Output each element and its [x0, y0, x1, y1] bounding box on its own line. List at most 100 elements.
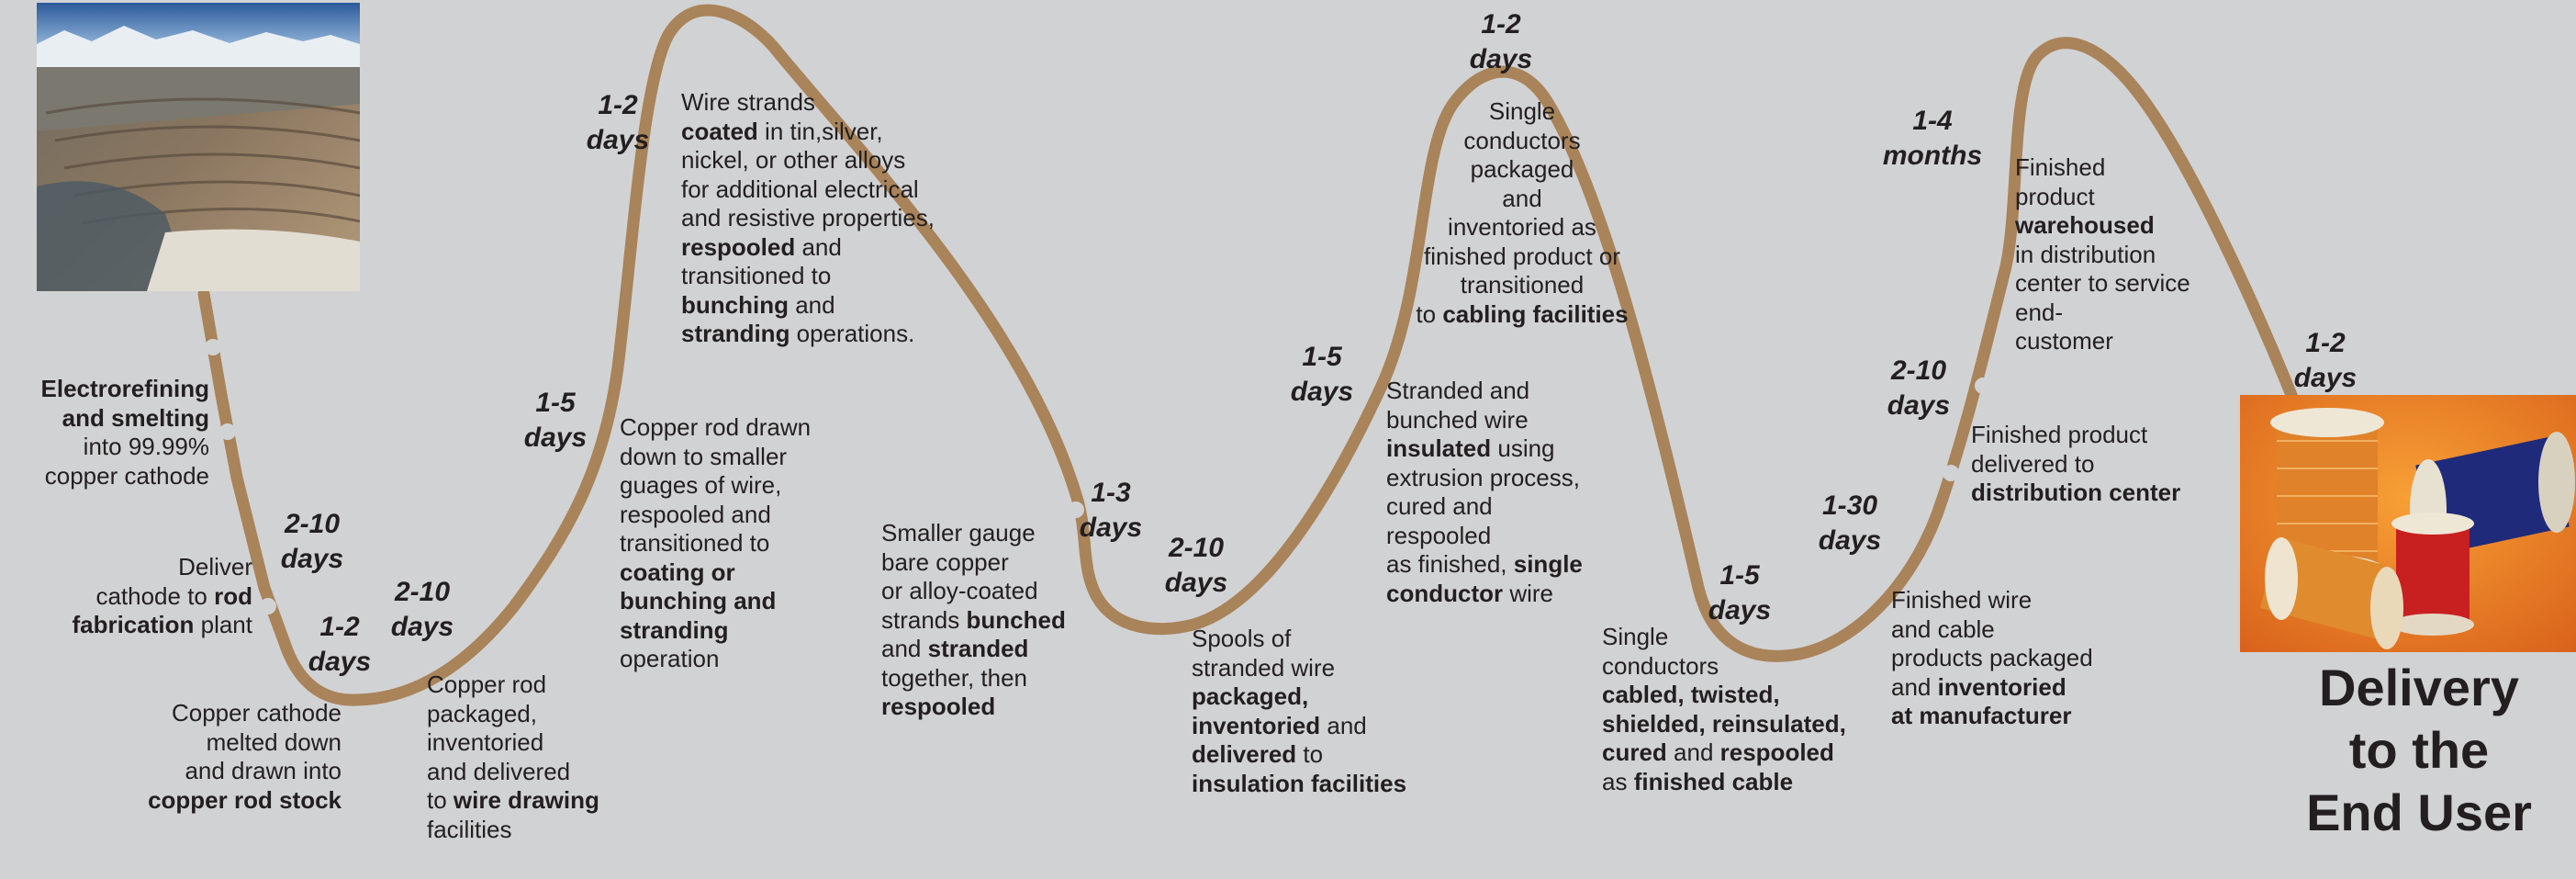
step-line: Single [1602, 623, 1877, 652]
step-text: and [788, 290, 835, 319]
step-text-bold: shielded, reinsulated, [1602, 709, 1846, 738]
duration-label: 2-10 days [376, 575, 468, 645]
end-user-title: Delivery to the End User [2268, 657, 2570, 844]
step-line: stranding [620, 616, 858, 646]
step-text: products packaged [1891, 644, 2093, 671]
step-text: finished product or [1424, 242, 1620, 270]
step-text-bold: inventoried [1192, 711, 1321, 739]
step-line: melted down [101, 728, 342, 758]
step-line: and [1403, 185, 1641, 214]
step-text: facilities [427, 815, 512, 843]
duration-unit: days [280, 544, 344, 574]
step-text: and cable [1891, 614, 1995, 643]
duration-range: 1-2 [598, 90, 638, 120]
step-text-bold: cabling facilities [1442, 299, 1629, 328]
duration-label: 1-2 days [294, 610, 386, 680]
step-line: at manufacturer [1891, 702, 2157, 731]
step-text: and [1320, 711, 1367, 739]
end-title-line: to the [2348, 721, 2490, 779]
path-gap [1943, 465, 1959, 481]
step-line: transitioned [1403, 271, 1641, 300]
step-line: respooled and [681, 233, 984, 263]
path-gap [1975, 378, 1991, 394]
step-line: and delivered [427, 758, 629, 787]
step-line: into 99.99% [9, 433, 209, 462]
step-line: insulated using [1386, 434, 1607, 464]
duration-unit: days [1290, 377, 1354, 407]
duration-range: 1-2 [319, 612, 360, 642]
step-line: and inventoried [1891, 673, 2157, 703]
step-text: bare copper [881, 547, 1009, 576]
step-line: strands bunched [881, 606, 1083, 636]
duration-range: 1-3 [1091, 478, 1131, 508]
step-line: conductors [1403, 127, 1641, 156]
step-text: end- [2015, 298, 2064, 326]
step-text-bold: warehoused [2015, 211, 2155, 239]
duration-label: 2-10 days [1150, 531, 1242, 601]
step-line: fabrication plant [50, 611, 252, 640]
duration-range: 1-5 [535, 388, 576, 418]
duration-range: 1-2 [2305, 328, 2346, 358]
step-text-bold: bunching and [620, 587, 777, 614]
step-line: and drawn into [101, 757, 342, 786]
step-line: and cable [1891, 615, 2157, 645]
duration-unit: days [1708, 595, 1772, 625]
step-text-bold: stranding [620, 615, 729, 644]
step-text: center to service [2015, 269, 2190, 297]
step-text: and delivered [427, 757, 571, 785]
step-text-bold: coated [681, 117, 758, 145]
step-line: packaged, [1192, 682, 1430, 712]
step-text-bold: coating or [620, 558, 735, 586]
step-line: copper cathode [9, 462, 209, 491]
step-line: transitioned to [681, 262, 984, 291]
step-line: or alloy-coated [881, 577, 1083, 606]
step-line: Stranded and [1386, 377, 1607, 406]
step-text: Single [1488, 97, 1556, 125]
duration-label: 1-2 days [572, 88, 664, 158]
step-line: Copper cathode [101, 699, 342, 728]
step-text-bold: conductor [1386, 579, 1504, 607]
step-line: packaged [1403, 155, 1641, 185]
step-text: Smaller gauge [881, 519, 1036, 547]
step-line: Single [1403, 97, 1641, 127]
step-text: Finished product [1971, 421, 2148, 448]
step-text-bold: stranded [927, 635, 1029, 662]
step-text-bold: cured [1602, 738, 1667, 766]
step-text: down to smaller [620, 442, 788, 470]
step-text: inventoried as [1448, 213, 1596, 241]
duration-range: 2-10 [1890, 355, 1947, 386]
step-text: Wire strands [681, 88, 815, 116]
step-text: operations. [790, 320, 915, 347]
step-text: Copper rod [427, 671, 547, 698]
step-text: Finished [2015, 153, 2106, 181]
step-text: nickel, or other alloys [681, 146, 906, 174]
duration-range: 1-5 [1302, 342, 1342, 372]
step-text: guages of wire, [620, 471, 782, 499]
wire-spools-photo [2240, 395, 2576, 652]
step-line: cabled, twisted, [1602, 681, 1877, 710]
step-line: Copper rod drawn [620, 413, 858, 443]
step-text-bold: insulation facilities [1192, 769, 1407, 797]
step-line: Finished product [1971, 421, 2210, 450]
path-gap [1068, 501, 1084, 518]
step-line: finished product or [1403, 242, 1641, 272]
step-text: using [1491, 434, 1555, 462]
step-text-bold: fabrication [72, 611, 195, 638]
step-line: to wire drawing [427, 786, 629, 816]
step-text-bold: bunching [681, 290, 789, 319]
duration-unit: days [1818, 525, 1882, 556]
step-line: inventoried as [1403, 213, 1641, 242]
step-text: into 99.99% [83, 433, 209, 460]
step-text: packaged [1470, 155, 1574, 183]
step-line: in distribution [2015, 241, 2235, 270]
path-gap [260, 598, 276, 614]
step-text-bold: Electrorefining [40, 375, 209, 402]
step-text: or alloy-coated [881, 577, 1038, 604]
step-line: conductors [1602, 652, 1877, 682]
